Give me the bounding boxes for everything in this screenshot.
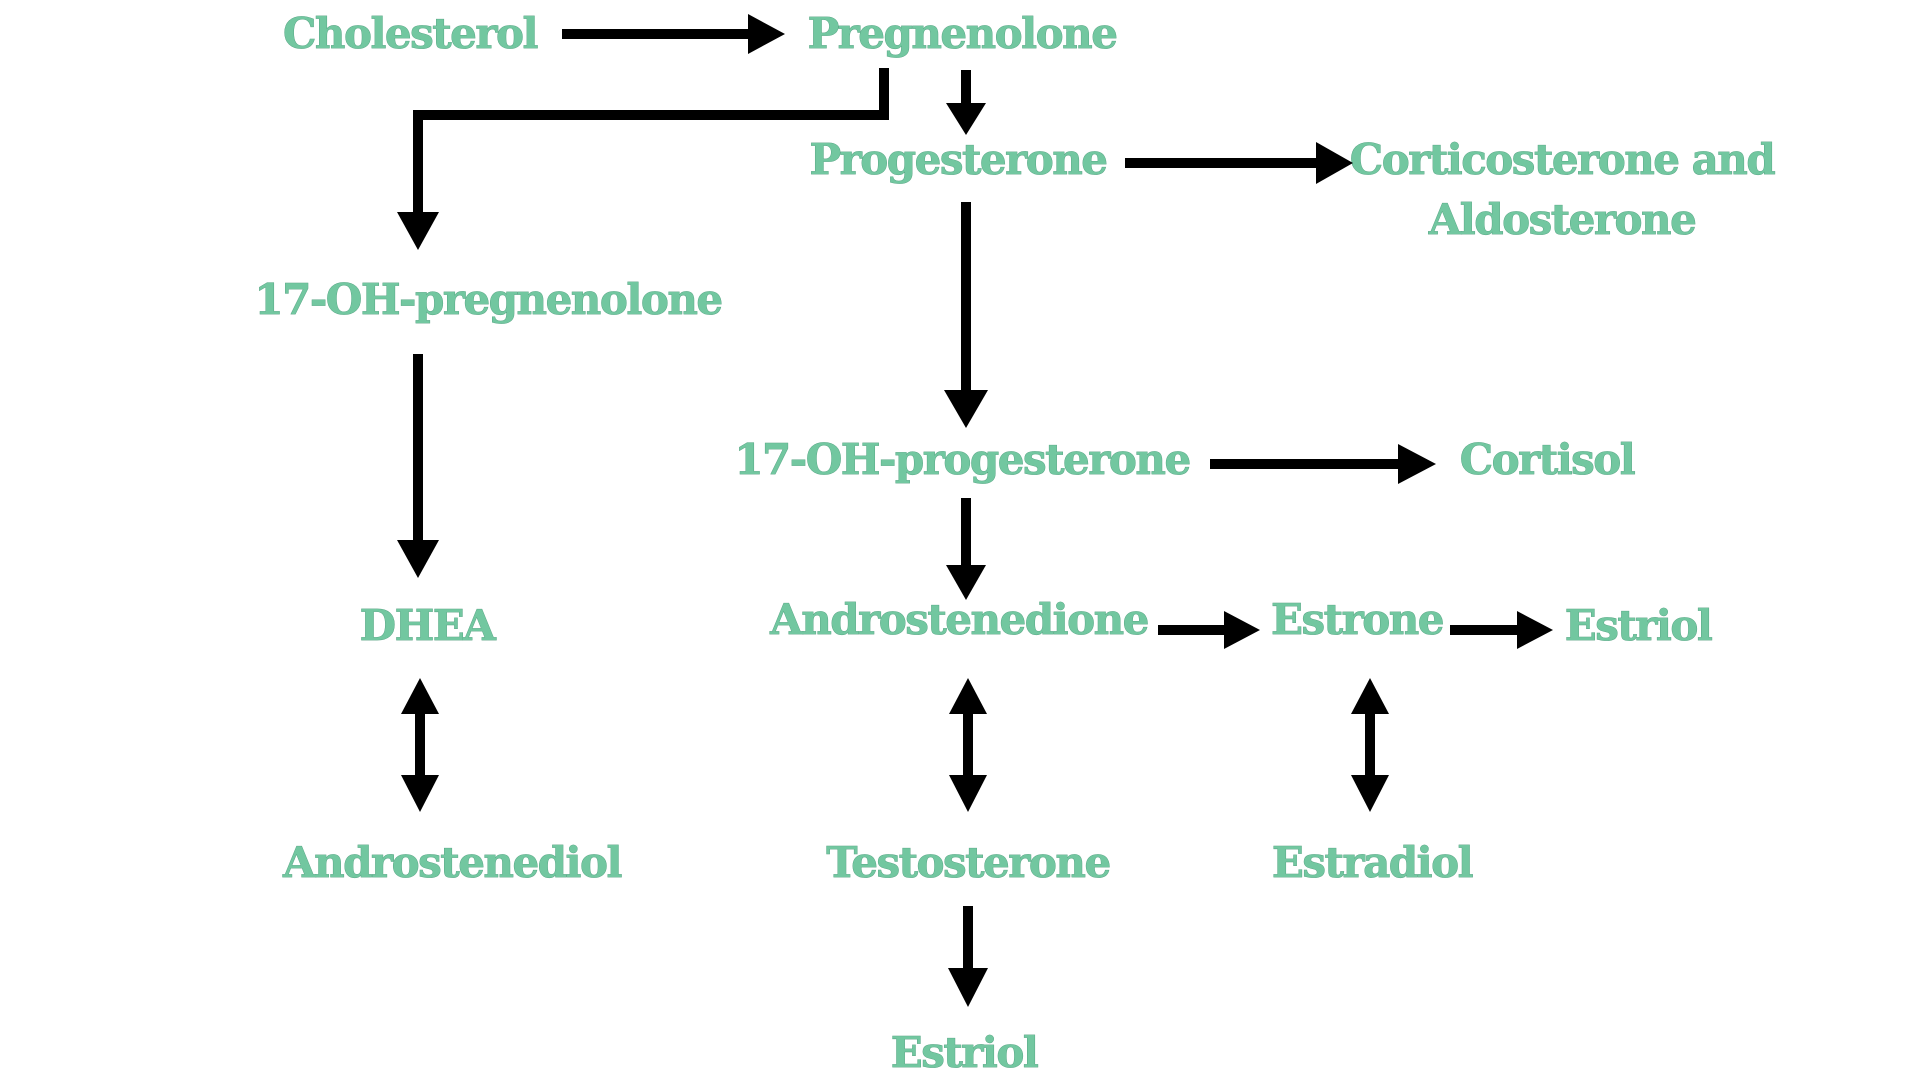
node-17-oh-pregnenolone: 17-OH-pregnenolone — [254, 275, 721, 324]
arrow-testosterone-to-estriol — [948, 906, 988, 1007]
arrow-cholesterol-to-pregnenolone — [562, 14, 785, 54]
arrow-progesterone-to-corticosterone — [1125, 142, 1353, 184]
node-corticosterone-line1: Corticosterone and — [1350, 135, 1776, 184]
arrow-pregnenolone-to-17-oh-pregnenolone — [397, 68, 889, 250]
node-testosterone: Testosterone — [826, 838, 1109, 887]
arrow-estrone-to-estriol — [1450, 611, 1553, 649]
node-estriol-bottom: Estriol — [891, 1028, 1038, 1077]
arrow-17-oh-progesterone-to-androstenedione — [946, 498, 986, 600]
node-pregnenolone: Pregnenolone — [808, 9, 1117, 58]
node-estriol-right: Estriol — [1565, 601, 1712, 650]
double-arrow-estrone-estradiol — [1351, 678, 1389, 812]
arrow-progesterone-to-17-oh-progesterone — [944, 202, 988, 428]
node-androstenedione: Androstenedione — [769, 595, 1148, 644]
arrow-androstenedione-to-estrone — [1158, 611, 1260, 649]
node-progesterone: Progesterone — [810, 135, 1107, 184]
node-estrone: Estrone — [1271, 595, 1443, 644]
arrow-17-oh-pregnenolone-to-dhea — [397, 354, 439, 578]
node-cholesterol: Cholesterol — [283, 9, 538, 58]
node-androstenediol: Androstenediol — [282, 838, 621, 887]
node-estradiol: Estradiol — [1272, 838, 1473, 887]
node-corticosterone-line2: Aldosterone — [1428, 195, 1696, 244]
node-dhea: DHEA — [360, 601, 498, 650]
double-arrow-dhea-androstenediol — [401, 678, 439, 812]
arrow-17-oh-progesterone-to-cortisol — [1210, 444, 1436, 484]
double-arrow-androstenedione-testosterone — [949, 678, 987, 812]
arrow-pregnenolone-to-progesterone — [946, 70, 986, 135]
node-cortisol: Cortisol — [1460, 435, 1635, 484]
node-17-oh-progesterone: 17-OH-progesterone — [734, 435, 1189, 484]
